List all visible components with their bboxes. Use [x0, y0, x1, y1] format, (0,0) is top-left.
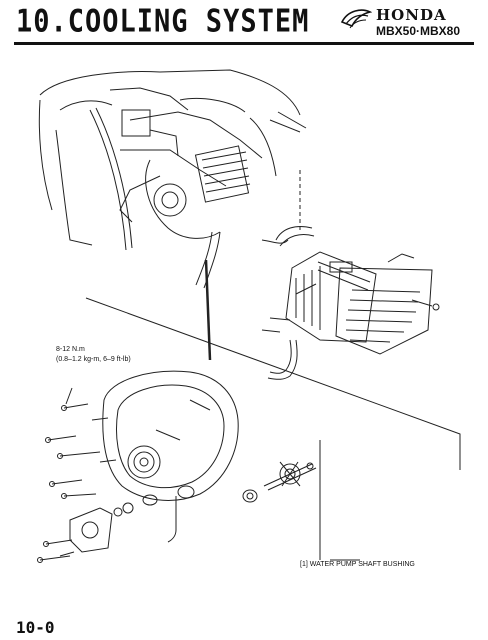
- engine-cylinder: [119, 145, 251, 239]
- callout-water-pump-shaft-bushing: [1] WATER PUMP SHAFT BUSHING: [300, 561, 415, 568]
- radiator-grille: [335, 253, 433, 355]
- impeller-shaft: [263, 461, 317, 491]
- cover-bolts: [45, 403, 117, 499]
- page-number: 10-0: [16, 618, 55, 637]
- title-underline: [14, 42, 474, 45]
- section-title: 10.COOLING SYSTEM: [16, 4, 310, 40]
- torque-specification: 8-12 N.m (0.8–1.2 kg-m, 6–9 ft-lb): [56, 345, 131, 365]
- honda-wing-logo-icon: [340, 9, 372, 29]
- brand-name: HONDA: [376, 6, 447, 24]
- coolant-hoses: [195, 226, 315, 380]
- radiator: [285, 251, 377, 343]
- torque-newton-metres: 8-12 N.m: [56, 346, 85, 353]
- model-name: MBX50·MBX80: [376, 24, 461, 38]
- torque-kgm-ftlb: (0.8–1.2 kg-m, 6–9 ft-lb): [56, 356, 131, 363]
- water-pump-housing: [37, 507, 113, 563]
- water-pump-cover: [102, 370, 239, 501]
- pump-small-parts: [113, 485, 258, 543]
- engine-frame: [38, 69, 307, 246]
